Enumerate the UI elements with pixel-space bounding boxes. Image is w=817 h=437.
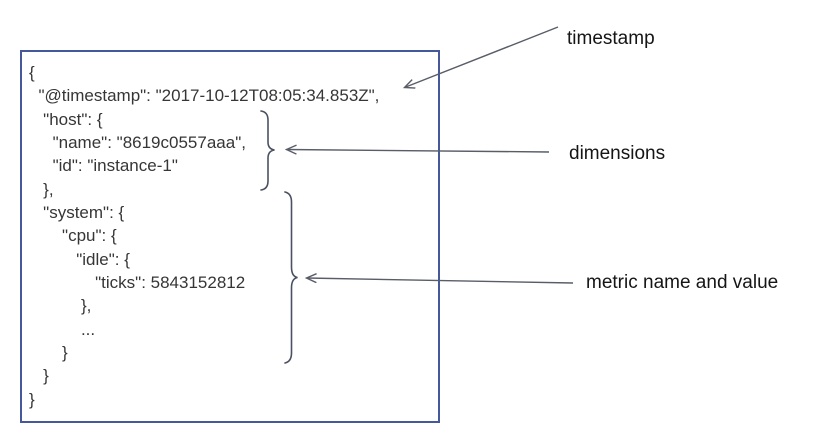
timestamp-label: timestamp <box>567 28 655 49</box>
json-document-code: { "@timestamp": "2017-10-12T08:05:34.853… <box>29 63 380 409</box>
metric-name-and-value-label: metric name and value <box>586 272 779 293</box>
dimensions-label: dimensions <box>569 143 666 164</box>
json-document-box: { "@timestamp": "2017-10-12T08:05:34.853… <box>20 50 440 423</box>
